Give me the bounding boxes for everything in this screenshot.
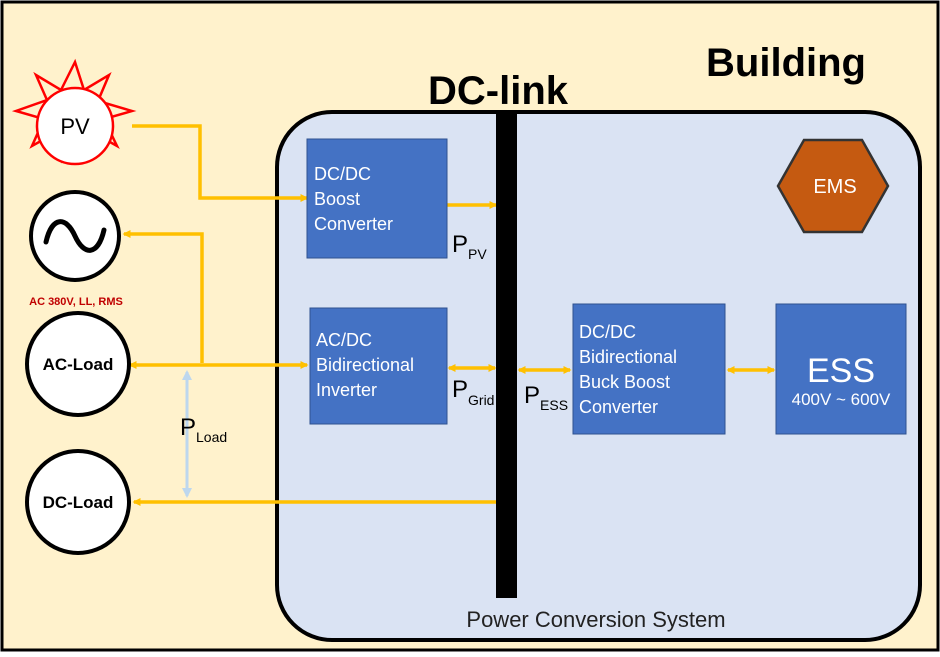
ac-grid-source — [29, 190, 121, 282]
ems-hexagon — [776, 138, 890, 234]
acdc-inverter-block: AC/DC Bidirectional Inverter — [309, 307, 448, 425]
ac-load-label: AC-Load — [43, 355, 114, 374]
acdc-inverter-line-2: Bidirectional — [316, 355, 414, 375]
dc-bus-bar — [496, 114, 517, 598]
ac-load-circle — [25, 311, 131, 417]
dc-load: DC-Load — [25, 449, 131, 555]
ess-voltage-range: 400V ~ 600V — [792, 390, 891, 409]
buckboost-line-4: Converter — [579, 397, 658, 417]
power-lines — [122, 124, 776, 506]
dc-link-title: DC-link — [428, 69, 569, 113]
ac-load: AC-Load — [25, 311, 131, 417]
grid-spec-label: AC 380V, LL, RMS — [29, 296, 123, 308]
dcdc-boost-line-3: Converter — [314, 214, 393, 234]
dcdc-buckboost-block: DC/DC Bidirectional Buck Boost Converter — [572, 303, 726, 435]
dcdc-boost-line-2: Boost — [314, 189, 360, 209]
acdc-inverter-line-1: AC/DC — [316, 330, 372, 350]
pcs-label: Power Conversion System — [466, 607, 725, 632]
building-title: Building — [706, 41, 866, 85]
dcdc-boost-line-1: DC/DC — [314, 164, 371, 184]
pv-sun-icon: PV — [11, 58, 137, 166]
p-load-label: PLoad — [180, 414, 227, 445]
p-grid-label: PGrid — [452, 376, 494, 408]
pv-circle — [35, 86, 115, 166]
pv-to-boost-line — [132, 124, 309, 202]
pv-label: PV — [60, 114, 90, 139]
svg-text:DC/DC Boost Conver: DC/DC Boost Converter — [314, 164, 393, 234]
acdc-inverter-line-3: Inverter — [316, 380, 377, 400]
p-pv-label: PPV — [452, 231, 487, 262]
dcdc-boost-block: DC/DC Boost Converter — [306, 138, 448, 259]
ess-title: ESS — [807, 352, 875, 390]
p-ess-label: PESS — [524, 382, 568, 413]
buckboost-line-2: Bidirectional — [579, 347, 677, 367]
dc-load-circle — [25, 449, 131, 555]
buckboost-line-3: Buck Boost — [579, 372, 670, 392]
sine-wave-icon — [43, 219, 107, 253]
buckboost-line-1: DC/DC — [579, 322, 636, 342]
svg-text:AC/DC Bidirectional: AC/DC Bidirectional Inverter — [316, 330, 419, 400]
ess-block: ESS 400V ~ 600V — [775, 303, 907, 435]
ems-block: EMS — [776, 138, 890, 234]
dc-load-label: DC-Load — [43, 493, 114, 512]
svg-text:DC/DC Bidirectional: DC/DC Bidirectional Buck Boost Converter — [579, 322, 682, 417]
ems-label: EMS — [813, 176, 856, 198]
grid-line — [122, 230, 204, 363]
